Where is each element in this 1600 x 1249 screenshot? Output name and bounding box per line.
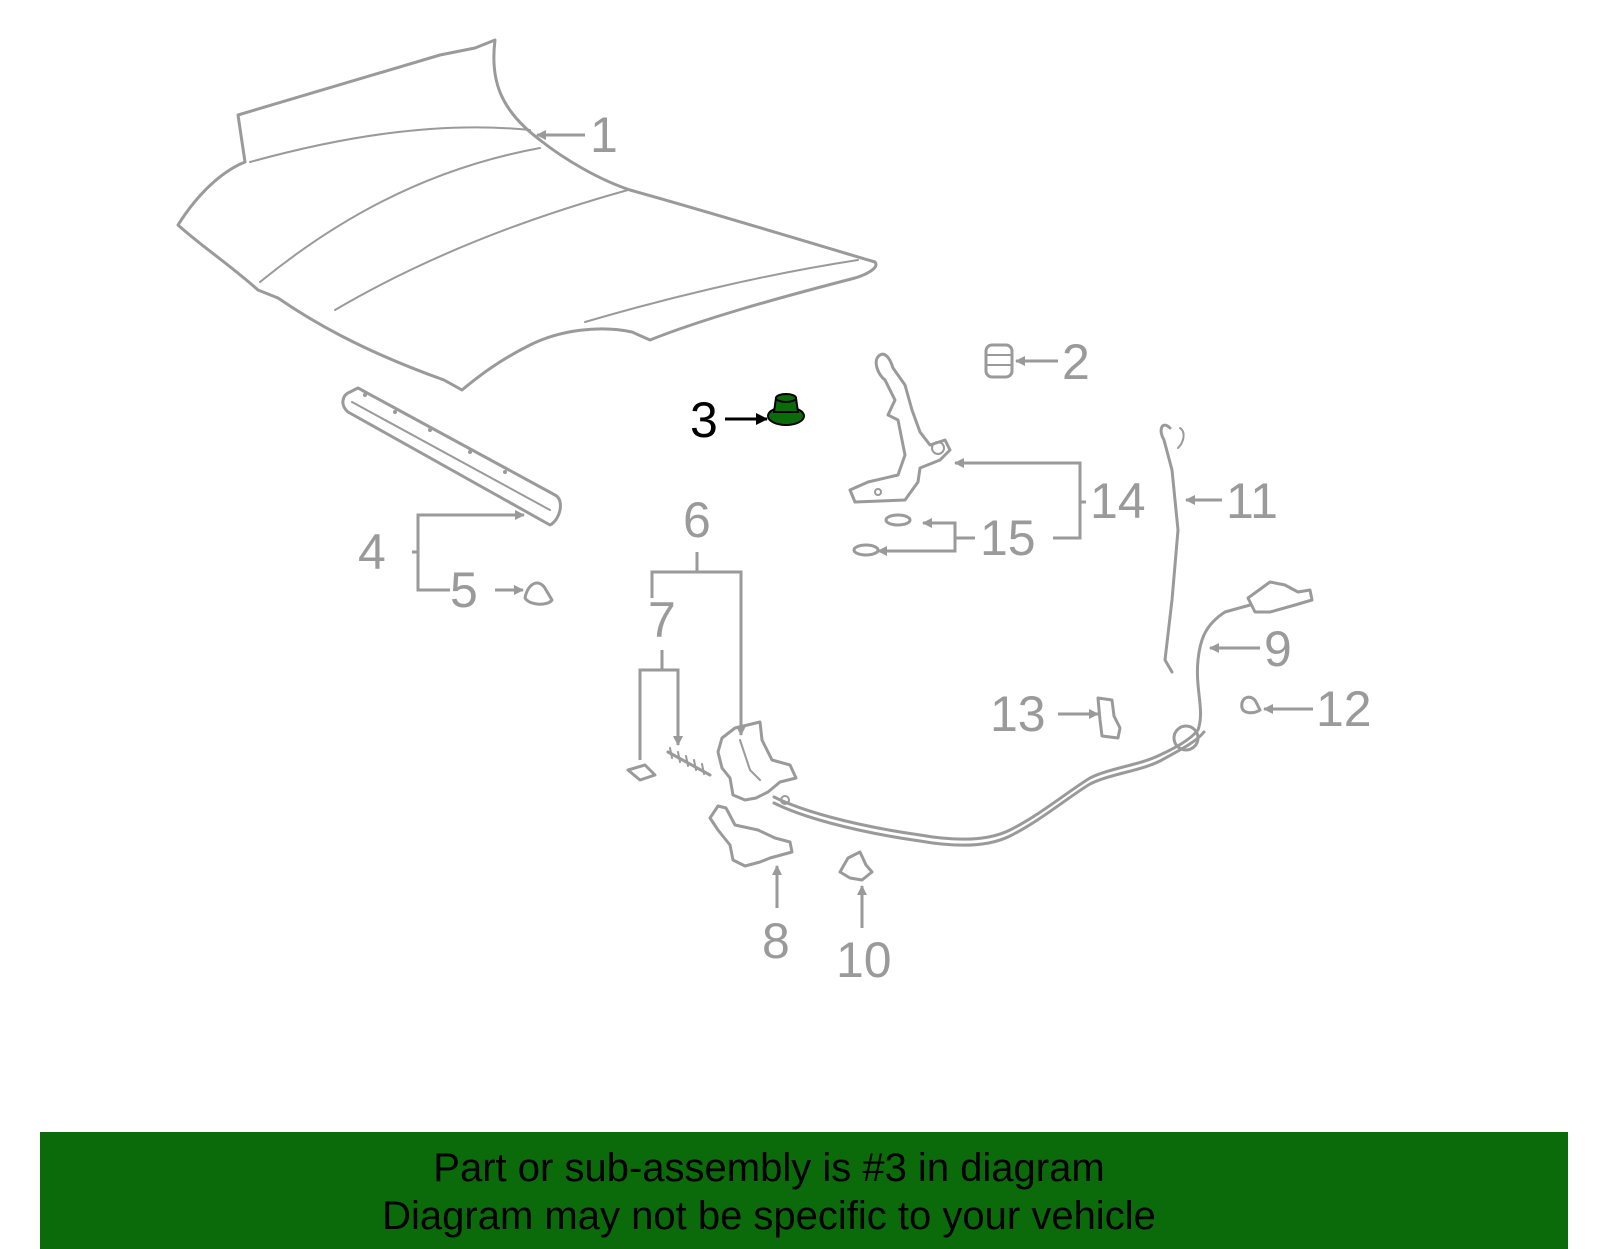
callout-7[interactable]: 7	[648, 592, 676, 648]
callout-1[interactable]: 1	[590, 107, 618, 163]
callout-8[interactable]: 8	[762, 913, 790, 969]
nut-part-highlighted	[767, 393, 805, 426]
clip-10-part	[838, 850, 874, 882]
callout-3[interactable]: 3	[690, 392, 718, 448]
bumper-part	[984, 343, 1014, 379]
callout-10[interactable]: 10	[836, 932, 892, 988]
callout-12[interactable]: 12	[1316, 681, 1372, 737]
grommet-part	[1240, 695, 1262, 715]
weatherstrip-part	[341, 386, 562, 527]
latch-part	[716, 720, 798, 802]
release-cable-part	[772, 580, 1314, 847]
callout-13[interactable]: 13	[990, 686, 1046, 742]
callout-lines	[412, 130, 1313, 928]
washer-parts	[852, 513, 912, 557]
callout-14[interactable]: 14	[1090, 473, 1146, 529]
banner-line-1: Part or sub-assembly is #3 in diagram	[433, 1146, 1105, 1190]
hinge-part	[848, 352, 952, 504]
latch-spring-parts	[626, 747, 712, 782]
clamp-part	[1096, 696, 1122, 740]
hood-part	[176, 38, 878, 392]
callout-2[interactable]: 2	[1062, 334, 1090, 390]
callout-9[interactable]: 9	[1264, 621, 1292, 677]
clip-part	[523, 581, 554, 606]
callout-5[interactable]: 5	[450, 562, 478, 618]
callout-11[interactable]: 11	[1226, 473, 1278, 529]
prop-rod-part	[1159, 423, 1185, 674]
catch-part	[708, 804, 794, 868]
callout-15[interactable]: 15	[980, 510, 1036, 566]
info-banner: Part or sub-assembly is #3 in diagram Di…	[40, 1132, 1568, 1249]
banner-line-2: Diagram may not be specific to your vehi…	[382, 1194, 1156, 1238]
callout-4[interactable]: 4	[358, 524, 386, 580]
callout-6[interactable]: 6	[683, 492, 711, 548]
